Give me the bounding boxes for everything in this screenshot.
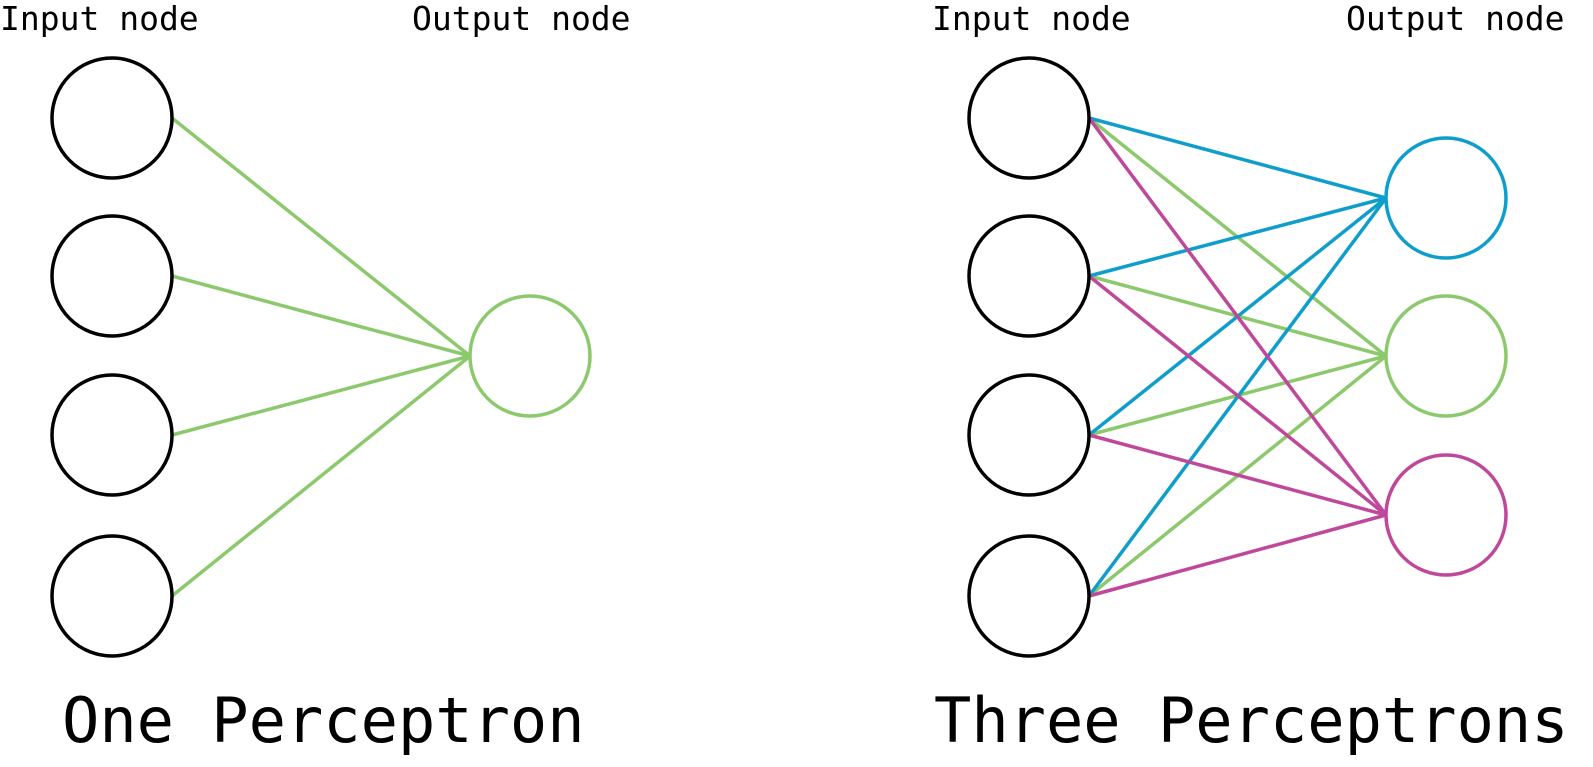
right-input-node-3 [967,373,1091,497]
right-nodes [967,56,1508,658]
left-nodes [50,56,592,658]
left-edge-in1-out1 [170,116,472,358]
left-output-node-1 [468,294,592,418]
left-output-node-header: Output node [412,0,631,38]
right-input-node-2 [967,214,1091,338]
left-input-node-3 [50,373,174,497]
right-edge-in1-out3 [1087,116,1388,517]
one-perceptron-network: Input node Output node One Perceptron [0,0,631,757]
right-edge-in4-out3 [1088,513,1387,598]
right-caption: Three Perceptrons [934,684,1569,757]
left-edge-in2-out1 [171,274,471,358]
right-output-node-3 [1384,453,1508,577]
right-output-node-1 [1384,294,1508,418]
left-caption: One Perceptron [62,684,585,757]
right-edge-in2-out2 [1088,196,1387,278]
left-input-node-1 [50,56,174,180]
left-edges [170,116,472,598]
left-edge-in3-out1 [171,354,471,437]
three-perceptrons-network: Input node Output node Three Perceptrons [932,0,1569,757]
right-input-node-4 [967,534,1091,658]
left-input-node-2 [50,214,174,338]
right-input-node-1 [967,56,1091,180]
left-input-node-4 [50,534,174,658]
right-edge-in3-out3 [1088,433,1387,517]
right-edges [1087,116,1388,598]
right-edge-in1-out2 [1088,116,1387,200]
left-input-node-header: Input node [0,0,199,38]
right-output-node-header: Output node [1346,0,1565,38]
right-output-node-2 [1384,136,1508,260]
right-edge-in2-out3 [1087,274,1388,517]
right-input-node-header: Input node [932,0,1131,38]
left-edge-in4-out1 [170,354,472,598]
